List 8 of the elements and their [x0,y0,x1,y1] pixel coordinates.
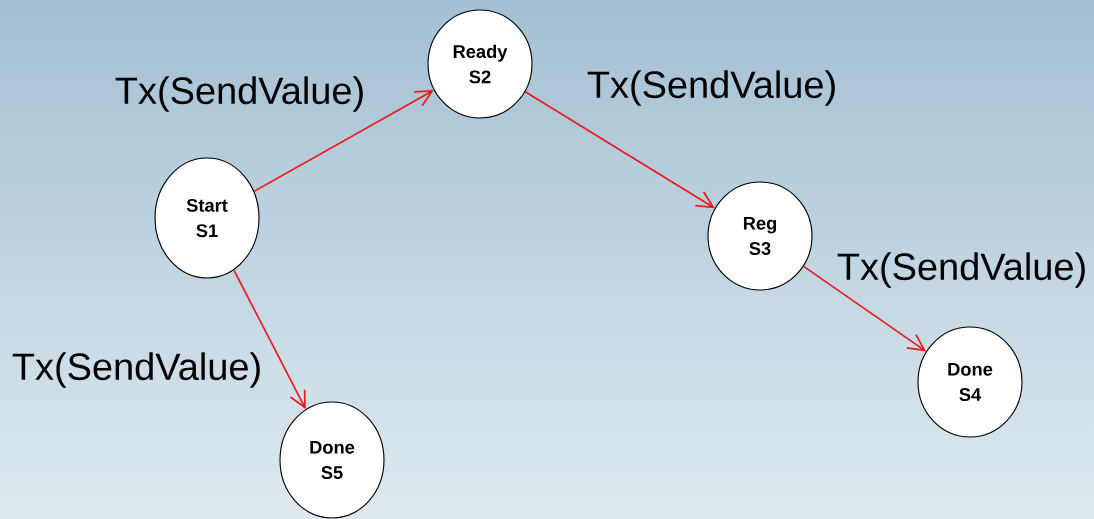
arrow [524,90,715,209]
edge-label: Tx(SendValue) [115,76,363,112]
edge-label: Tx(SendValue) [837,252,1085,288]
arrow [233,269,306,410]
edge-label: Tx(SendValue) [12,352,260,388]
arrow [253,90,434,193]
arrow [802,265,927,352]
edge-label: Tx(SendValue) [587,70,835,106]
